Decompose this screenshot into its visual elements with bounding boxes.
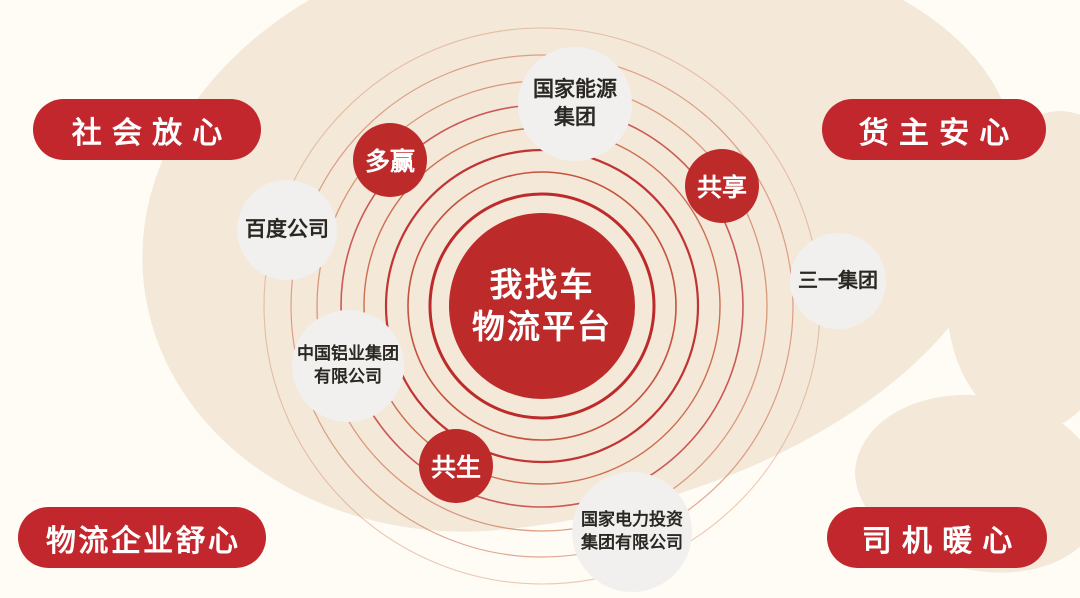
partner-name-line: 中国铝业集团 <box>297 344 399 364</box>
partner-name-line: 国家电力投资 <box>581 510 683 530</box>
ring-badge-label: 共生 <box>430 454 481 482</box>
partner-bubble-sany-group: 三一集团 <box>790 233 886 329</box>
partner-name-line: 三一集团 <box>798 269 878 292</box>
center-title-line2: 物流平台 <box>472 308 612 345</box>
partner-bubble-spic: 国家电力投资 集团有限公司 <box>572 472 692 592</box>
corner-badge-label: 社会放心 <box>71 116 233 150</box>
corner-badge-label: 物流企业舒心 <box>45 524 241 558</box>
corner-badge-label: 司机暖心 <box>861 524 1023 558</box>
ring-badge-symbiosis: 共生 <box>419 429 493 503</box>
partner-bubble-national-energy-group: 国家能源 集团 <box>518 47 632 161</box>
corner-badge-society-reassured: 社会放心 <box>33 99 261 160</box>
corner-badge-cargo-owners-reassured: 货主安心 <box>822 99 1046 160</box>
corner-badge-logistics-companies-comfortable: 物流企业舒心 <box>18 507 266 568</box>
ring-badge-multi-win: 多赢 <box>353 123 427 197</box>
partner-bubble-baidu: 百度公司 <box>237 180 337 280</box>
partner-name-line: 集团有限公司 <box>581 533 683 552</box>
partner-name-line: 国家能源 <box>533 77 617 101</box>
center-title-line1: 我找车 <box>489 265 595 303</box>
partner-name-line: 百度公司 <box>245 217 329 241</box>
ring-badge-label: 共享 <box>696 174 747 202</box>
corner-badge-drivers-warmed: 司机暖心 <box>827 507 1047 568</box>
ring-badge-sharing: 共享 <box>685 149 759 223</box>
partner-bubble-chalco: 中国铝业集团 有限公司 <box>292 310 404 422</box>
partner-name-line: 集团 <box>554 106 596 129</box>
center-platform-circle: 我找车 物流平台 <box>449 213 635 399</box>
partner-name-line: 有限公司 <box>314 367 382 386</box>
corner-badge-label: 货主安心 <box>858 116 1020 150</box>
ring-badge-label: 多赢 <box>364 148 415 176</box>
